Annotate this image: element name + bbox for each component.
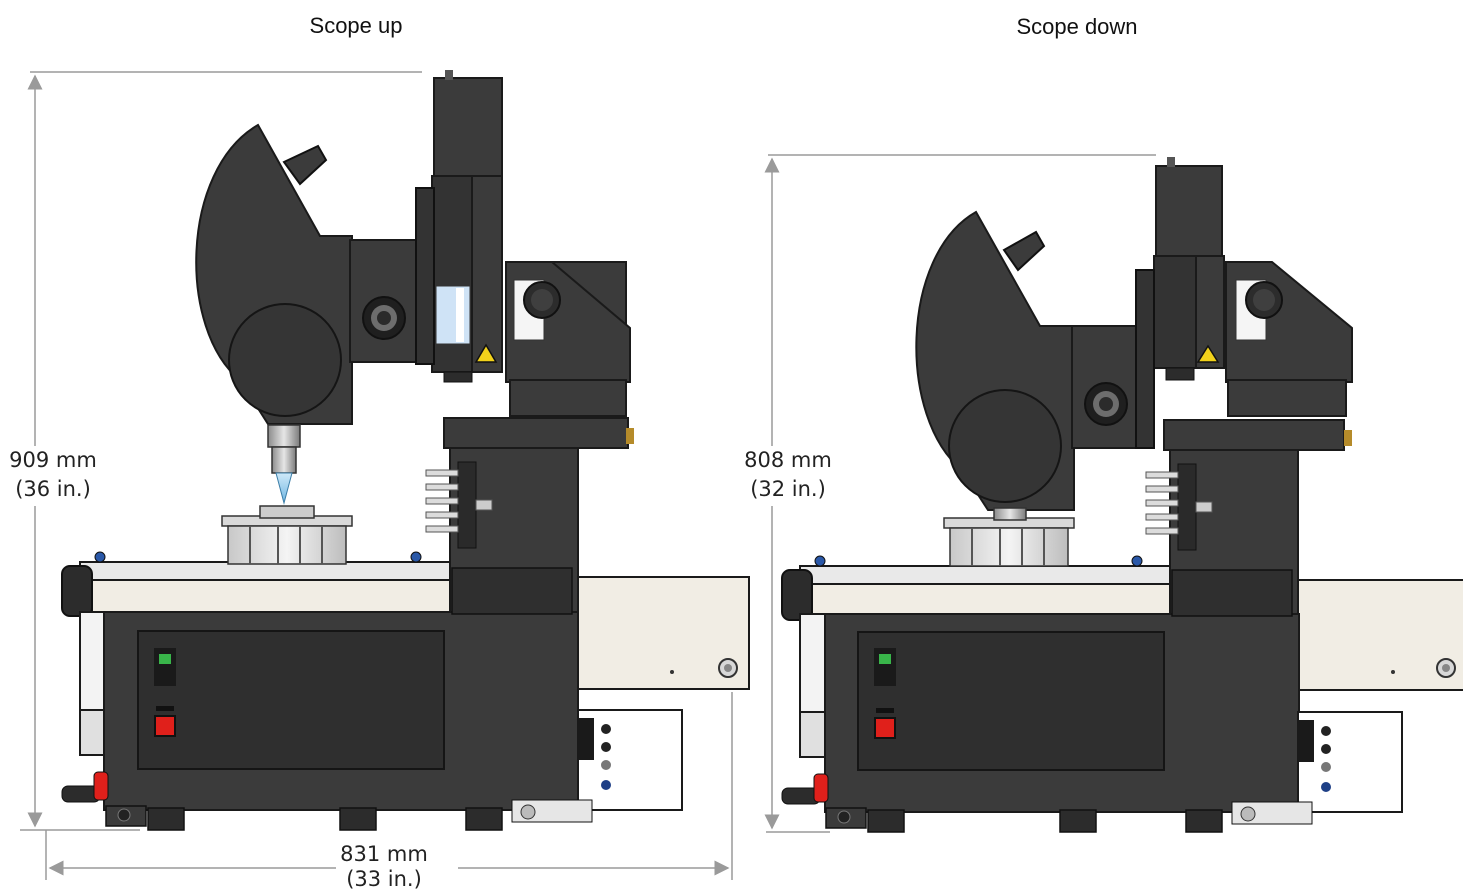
view-caption-scope-down: Scope down xyxy=(1016,14,1137,39)
width-label-in: (33 in.) xyxy=(346,867,422,890)
dimension-lines xyxy=(20,71,1156,880)
instrument-scope-up xyxy=(61,70,750,831)
height-label-scope-up-mm: 909 mm xyxy=(9,448,97,472)
view-caption-scope-up: Scope up xyxy=(310,13,403,38)
height-label-scope-up-in: (36 in.) xyxy=(15,477,91,501)
instrument-scope-down xyxy=(781,157,1463,833)
height-label-scope-down-in: (32 in.) xyxy=(750,477,826,501)
height-label-scope-down-mm: 808 mm xyxy=(744,448,832,472)
width-label-mm: 831 mm xyxy=(340,842,428,866)
